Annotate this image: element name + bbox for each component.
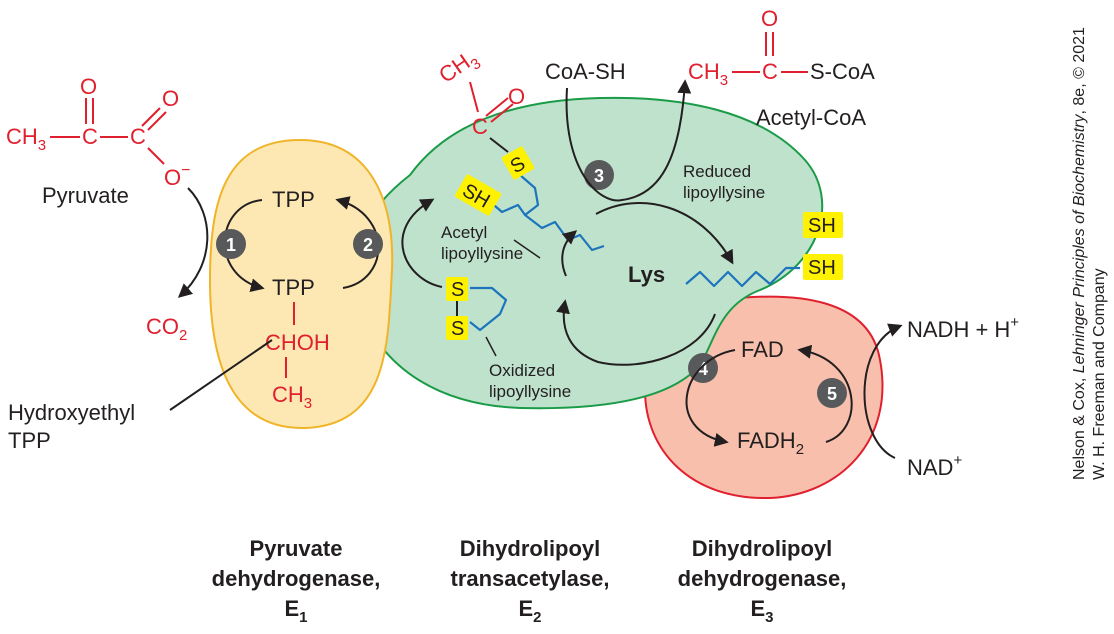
svg-text:3: 3: [594, 166, 604, 186]
step-5-badge: 5: [817, 378, 847, 408]
svg-text:1: 1: [226, 235, 236, 255]
oxidized-lipoyl-chain: [469, 286, 508, 332]
svg-text:5: 5: [827, 384, 837, 404]
s-highlight-top: S: [501, 146, 535, 180]
sh-highlight-reduced-1: SH: [803, 212, 843, 238]
e3-name: Dihydrolipoyl dehydrogenase, E3: [678, 536, 847, 626]
svg-text:O: O: [761, 6, 778, 31]
svg-text:2: 2: [363, 235, 373, 255]
oxidized-lipoyl-label-1: Oxidized: [489, 361, 555, 380]
nad-label: NAD+: [907, 452, 962, 480]
step3-arrow: [565, 79, 692, 202]
credit: Nelson & Cox, Lehninger Principles of Bi…: [1071, 27, 1088, 480]
s-highlight-oxidized-1: S: [446, 277, 468, 301]
lys-label: Lys: [628, 262, 665, 287]
acetyl-lipoyl-chain: [519, 174, 605, 252]
svg-text:C: C: [762, 59, 778, 84]
step5-inner-arrow: [797, 344, 853, 443]
pyruvate-c1: C: [82, 124, 98, 149]
pyruvate-o-minus: O−: [164, 162, 190, 190]
step1-arrow: [177, 187, 209, 298]
e1-enzyme-shape: [208, 138, 394, 430]
acetyl-lipoyl-label-1: Acetyl: [441, 223, 487, 242]
svg-text:dehydrogenase,: dehydrogenase,: [678, 566, 847, 591]
step-3-badge: 3: [584, 160, 614, 190]
svg-text:4: 4: [698, 359, 708, 379]
e2-cycle-arrow-up: [561, 230, 578, 277]
s-highlight-oxidized-2: S: [446, 316, 468, 340]
step5-nad-arrow: [863, 323, 903, 459]
svg-text:SH: SH: [808, 215, 836, 237]
svg-text:Dihydrolipoyl: Dihydrolipoyl: [692, 536, 833, 561]
svg-text:dehydrogenase,: dehydrogenase,: [212, 566, 381, 591]
e1-ch3: CH3: [272, 382, 312, 412]
pyruvate-o-right: O: [162, 86, 179, 111]
svg-text:S: S: [451, 318, 464, 340]
svg-text:E1: E1: [284, 596, 307, 626]
pyruvate-molecule: CH3 C O C O O− Pyruvate: [6, 74, 190, 208]
acetyl-lipoyl-branch: [487, 199, 526, 216]
pyruvate-ch3: CH3: [6, 124, 46, 154]
svg-text:S: S: [451, 279, 464, 301]
tpp-bottom: TPP: [272, 275, 315, 300]
nadh-label: NADH + H+: [907, 314, 1019, 342]
oxidized-lipoyl-label-2: lipoyllysine: [489, 382, 571, 401]
svg-text:Pyruvate: Pyruvate: [250, 536, 343, 561]
hydroxyethyl-label-line1: Hydroxyethyl: [8, 400, 135, 425]
step-2-badge: 2: [353, 229, 383, 259]
pyruvate-c2: C: [130, 124, 146, 149]
reduced-lipoyl-label-2: lipoyllysine: [683, 183, 765, 202]
svg-text:Nelson & Cox, Lehninger Princi: Nelson & Cox, Lehninger Principles of Bi…: [1071, 27, 1088, 480]
svg-text:S-CoA: S-CoA: [810, 59, 875, 84]
e2-name: Dihydrolipoyl transacetylase, E2: [451, 536, 610, 626]
tpp-top: TPP: [272, 187, 315, 212]
e2-cycle-arrow-right: [595, 202, 734, 265]
coash-label: CoA-SH: [545, 59, 626, 84]
credit-line2: W. H. Freeman and Company: [1091, 268, 1108, 480]
pyruvate-o-top: O: [80, 74, 97, 99]
e1-chohc: CHOH: [265, 330, 330, 355]
svg-text:SH: SH: [808, 257, 836, 279]
step-1-badge: 1: [216, 229, 246, 259]
svg-text:CH3: CH3: [434, 44, 484, 92]
acetyl-coa-label: Acetyl-CoA: [756, 105, 866, 130]
acetyl-coa-molecule: CH3 C O S-CoA Acetyl-CoA: [688, 6, 875, 130]
svg-text:O: O: [508, 84, 525, 109]
svg-text:E2: E2: [518, 596, 541, 626]
svg-text:W. H. Freeman and Company: W. H. Freeman and Company: [1091, 268, 1108, 480]
reduced-lipoyl-chain: [685, 266, 800, 288]
sh-highlight-reduced-2: SH: [803, 254, 843, 280]
co2-label: CO2: [146, 314, 187, 344]
e1-name: Pyruvate dehydrogenase, E1: [212, 536, 381, 626]
hydroxyethyl-label-line2: TPP: [8, 428, 51, 453]
svg-text:C: C: [472, 114, 488, 139]
svg-text:E3: E3: [750, 596, 773, 626]
svg-text:Dihydrolipoyl: Dihydrolipoyl: [460, 536, 601, 561]
fadh2-label: FADH2: [737, 428, 804, 458]
step2-arrow: [401, 198, 443, 288]
pyruvate-label: Pyruvate: [42, 183, 129, 208]
acetyl-lipoyl-label-2: lipoyllysine: [441, 244, 523, 263]
fad-label: FAD: [741, 337, 784, 362]
svg-text:CH3: CH3: [688, 59, 728, 89]
step4-arrow: [685, 349, 736, 447]
svg-text:transacetylase,: transacetylase,: [451, 566, 610, 591]
reduced-lipoyl-label-1: Reduced: [683, 162, 751, 181]
e2-cycle-arrow-bottom: [556, 299, 716, 366]
